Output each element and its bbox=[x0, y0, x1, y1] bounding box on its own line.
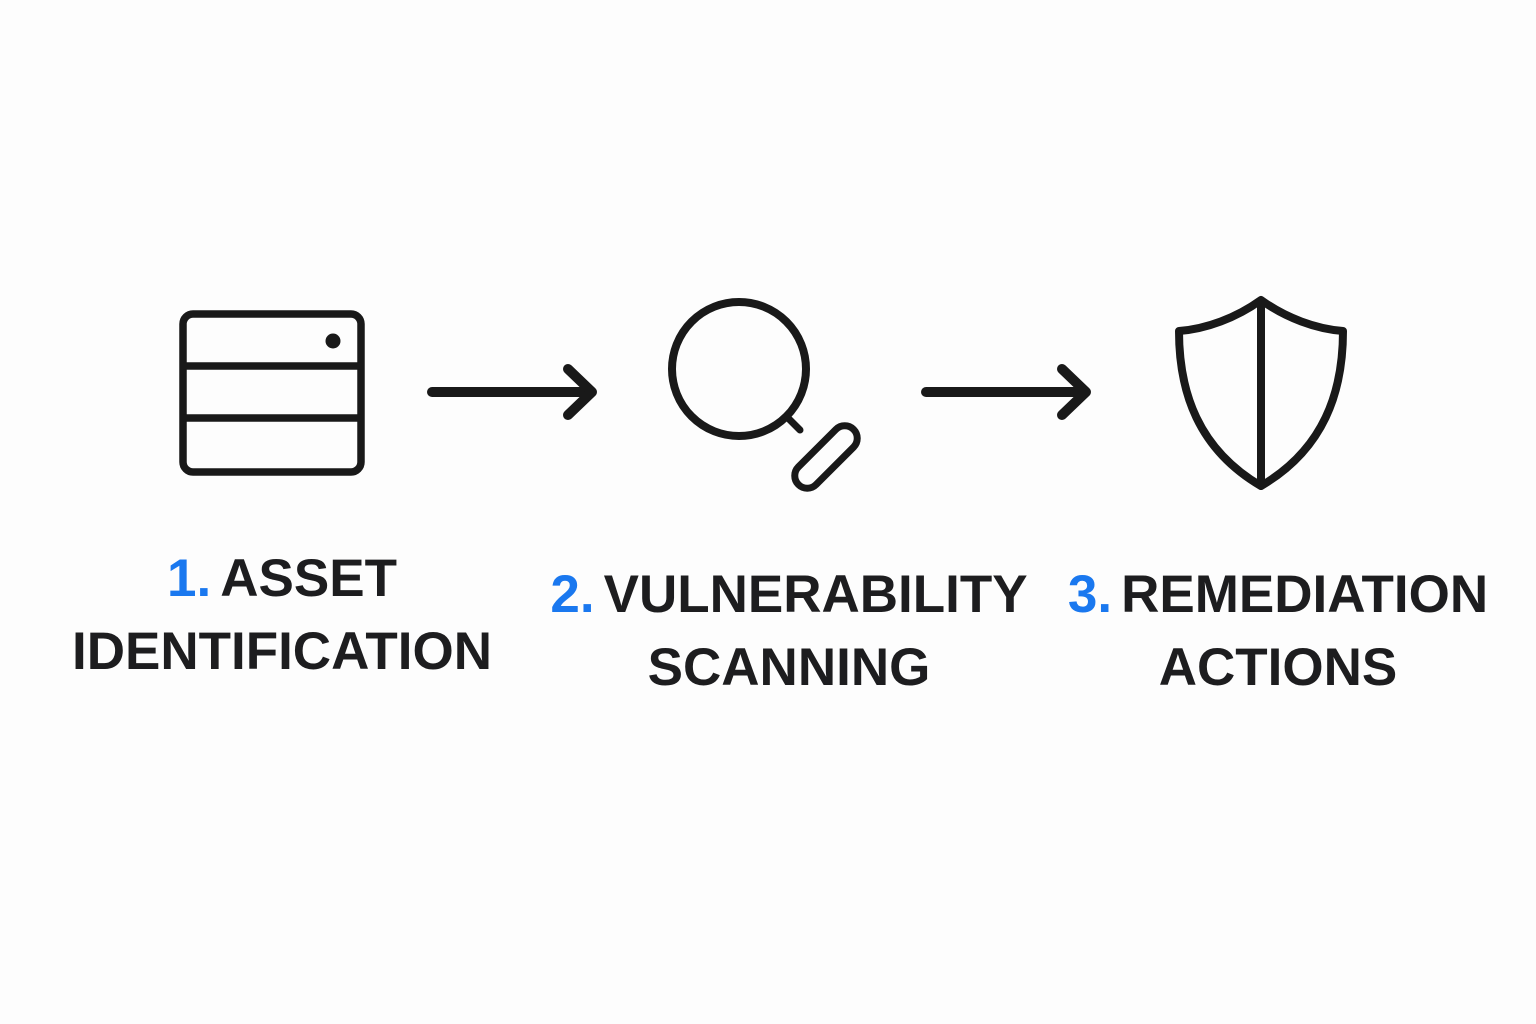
step-1-label-line-1: 1.ASSET bbox=[22, 542, 542, 615]
step-3-label: 3.REMEDIATION ACTIONS bbox=[1018, 558, 1536, 704]
step-1-number: 1. bbox=[167, 549, 212, 608]
step-1-label-line-2: IDENTIFICATION bbox=[71, 622, 493, 681]
step-1-title-word: ASSET bbox=[220, 549, 397, 608]
step-2-label-line-1: 2.VULNERABILITY bbox=[529, 558, 1049, 631]
step-2-label: 2.VULNERABILITY SCANNING bbox=[529, 558, 1049, 704]
magnifying-glass-icon bbox=[660, 293, 870, 503]
arrow-right-icon bbox=[918, 362, 1094, 422]
server-icon bbox=[178, 309, 366, 477]
step-3-label-line-1: 3.REMEDIATION bbox=[1018, 558, 1536, 631]
arrow-right-icon bbox=[424, 362, 600, 422]
shield-icon bbox=[1172, 294, 1350, 492]
step-3-number: 3. bbox=[1067, 565, 1113, 624]
step-3-title-word: REMEDIATION bbox=[1121, 565, 1489, 624]
step-2-label-line-2: SCANNING bbox=[647, 638, 931, 697]
step-2-number: 2. bbox=[550, 565, 595, 624]
step-3-label-line-2: ACTIONS bbox=[1158, 638, 1398, 697]
step-2-title-word: VULNERABILITY bbox=[603, 565, 1028, 624]
step-1-label: 1.ASSET IDENTIFICATION bbox=[22, 542, 542, 688]
